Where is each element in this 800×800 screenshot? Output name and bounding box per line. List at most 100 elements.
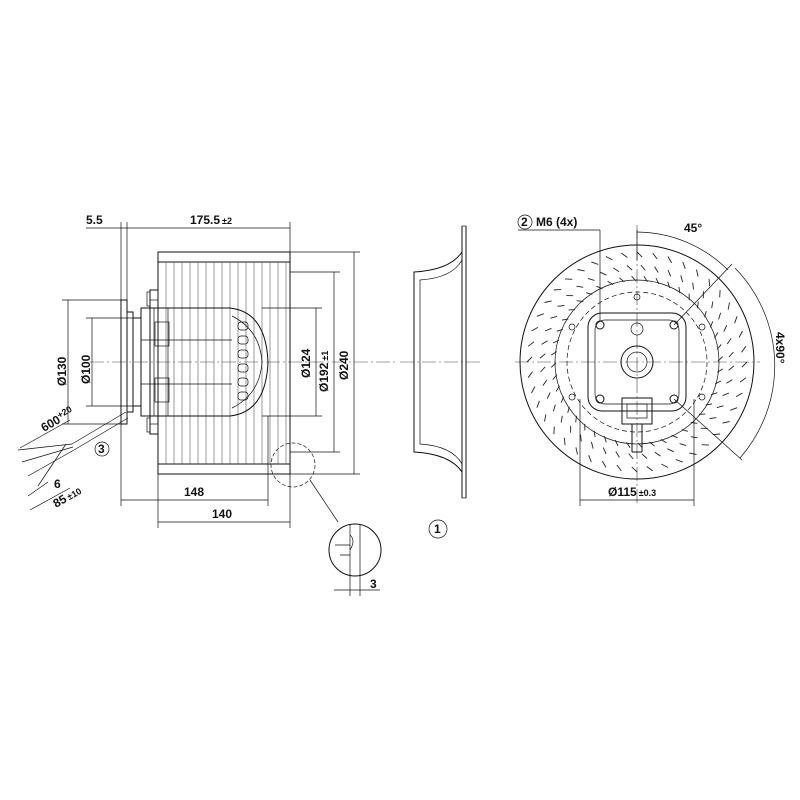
- impeller-blade: [661, 463, 669, 468]
- impeller-blade: [576, 300, 584, 302]
- motor-plate: [587, 312, 687, 412]
- impeller-blade: [561, 318, 569, 321]
- impeller-blade: [714, 332, 719, 339]
- impeller-blade: [552, 404, 556, 412]
- impeller-blade: [636, 251, 643, 258]
- impeller-blade: [704, 310, 707, 318]
- motor-body: [140, 307, 269, 417]
- impeller-blade: [600, 271, 607, 276]
- impeller-blade: [550, 362, 557, 368]
- motor-rib: [237, 321, 249, 331]
- impeller-blade: [667, 256, 672, 264]
- impeller-blade: [576, 285, 584, 288]
- motor-rib: [237, 349, 249, 359]
- impeller-blade: [544, 414, 547, 422]
- motor-rib: [237, 335, 249, 345]
- impeller-blade: [544, 300, 552, 303]
- impeller-blade: [602, 460, 607, 468]
- impeller-blade: [542, 379, 548, 386]
- impeller-blade: [738, 330, 743, 338]
- impeller-blade: [711, 301, 714, 309]
- impeller-blade: [593, 430, 596, 438]
- impeller-blade: [728, 365, 735, 371]
- impeller-blade: [614, 439, 619, 447]
- side-view: 5.5 175.5±2 Ø130 Ø100 600+20 6 85±10 3 Ø…: [17, 213, 395, 596]
- impeller-blade: [652, 252, 658, 260]
- detail-view: 3: [328, 523, 382, 596]
- impeller-blade: [587, 277, 595, 281]
- label-m6: M6 (4x): [536, 215, 577, 229]
- dim-175-5: 175.5±2: [190, 213, 232, 227]
- impeller-blade: [709, 321, 714, 328]
- callout-2: [517, 214, 533, 230]
- dim-4x90-deg: 4x90°: [773, 332, 787, 364]
- front-view: 2 M6 (4x) 45° 4x90° Ø115±0.3: [515, 214, 787, 506]
- impeller-blade: [541, 340, 548, 345]
- impeller-blade: [716, 405, 724, 409]
- impeller-blade: [667, 269, 672, 277]
- impeller-blade: [585, 292, 593, 295]
- dim-148: 148: [184, 485, 204, 499]
- impeller-blade: [717, 368, 723, 373]
- impeller-blade: [710, 392, 718, 396]
- impeller-blade: [716, 344, 722, 350]
- impeller-blade: [679, 443, 687, 447]
- impeller-blade: [531, 327, 539, 332]
- impeller-blade: [552, 374, 558, 380]
- impeller-blade: [678, 286, 681, 294]
- impeller-blade: [705, 403, 713, 406]
- impeller-blade: [621, 252, 628, 258]
- svg-text:3: 3: [98, 442, 105, 456]
- inlet-ring-view: 1: [400, 225, 480, 539]
- impeller-blade: [689, 452, 697, 455]
- impeller-blade: [596, 285, 603, 290]
- impeller-blade: [708, 278, 711, 287]
- impeller-blade: [553, 288, 562, 291]
- impeller-blade: [739, 377, 747, 383]
- impeller-blade: [667, 448, 674, 453]
- impeller-blade: [540, 366, 546, 373]
- impeller-blade: [536, 400, 540, 408]
- callout-3: [94, 441, 110, 457]
- impeller-blade: [723, 325, 728, 332]
- impeller-blade: [619, 277, 625, 283]
- impeller-blades: [526, 251, 748, 473]
- impeller-blade: [550, 315, 558, 319]
- impeller-blade: [697, 301, 699, 309]
- impeller-blade: [728, 351, 734, 358]
- dim-dia-130: Ø130: [55, 356, 69, 386]
- impeller-blade: [605, 256, 613, 261]
- dim-45-deg: 45°: [684, 221, 702, 235]
- impeller-blade: [556, 328, 564, 332]
- dim-140: 140: [212, 507, 232, 521]
- impeller-blade: [557, 305, 565, 307]
- impeller-blade: [602, 447, 607, 455]
- impeller-blade: [692, 282, 694, 290]
- impeller-blade: [546, 392, 551, 399]
- callout-1: [428, 519, 448, 539]
- impeller-blade: [626, 265, 633, 271]
- dim-dia-115: Ø115±0.3: [608, 485, 656, 499]
- impeller-blade: [575, 415, 577, 423]
- impeller-blade: [615, 451, 620, 458]
- impeller-blade: [671, 434, 678, 439]
- svg-text:2: 2: [521, 215, 528, 229]
- svg-text:1: 1: [434, 522, 441, 536]
- impeller-blade: [527, 341, 535, 347]
- impeller-blade: [580, 434, 582, 442]
- impeller-blade: [590, 441, 594, 449]
- impeller-blade: [675, 459, 683, 463]
- motor-rib: [237, 363, 249, 373]
- impeller-blade: [654, 451, 661, 457]
- cable: [17, 411, 129, 487]
- impeller-blade: [726, 338, 732, 345]
- impeller-blade: [616, 464, 622, 472]
- cable-gland: [621, 397, 653, 425]
- impeller-blade: [575, 447, 578, 455]
- dim-3: 3: [370, 577, 377, 591]
- impeller-blade: [539, 353, 546, 359]
- impeller-blade: [643, 276, 648, 282]
- impeller-blade: [726, 379, 733, 384]
